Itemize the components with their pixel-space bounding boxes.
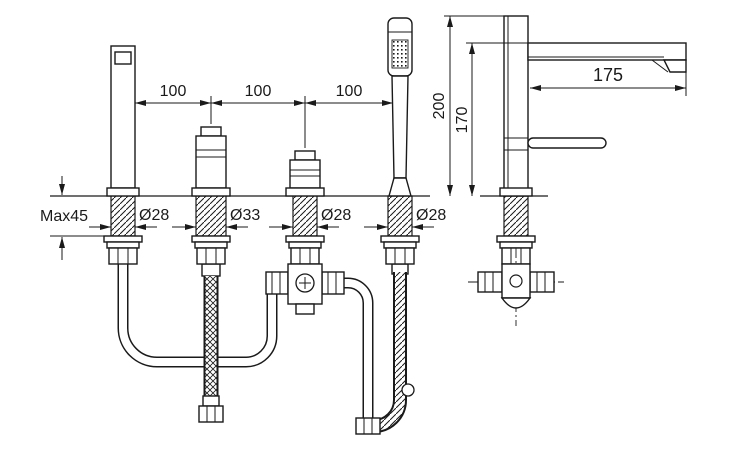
dim-spout-reach: 175 xyxy=(530,65,687,96)
hose-nut xyxy=(355,417,381,435)
shank-4 xyxy=(380,195,420,265)
shank-3 xyxy=(285,195,325,265)
mixer-lever xyxy=(527,137,607,149)
shank-1 xyxy=(103,195,143,265)
label-dia-2: Ø33 xyxy=(230,207,260,224)
label-spacing-3: 100 xyxy=(336,83,363,100)
label-height-total: 200 xyxy=(431,93,448,120)
tee-valve-body xyxy=(265,263,345,315)
hand-shower xyxy=(387,17,413,197)
spout-column xyxy=(499,15,687,197)
braided-supply-hose xyxy=(198,263,224,423)
dim-hole-diameters: Ø28 Ø33 Ø28 Ø28 xyxy=(89,207,446,230)
spout-arm xyxy=(527,42,687,61)
spout-outlet xyxy=(662,59,687,73)
label-deck-max: Max45 xyxy=(40,208,88,225)
label-dia-4: Ø28 xyxy=(416,207,446,224)
dim-height-170: 170 xyxy=(454,42,528,196)
shower-hose xyxy=(355,263,415,435)
label-height-spout: 170 xyxy=(454,107,471,134)
shank-2 xyxy=(191,195,231,265)
lever-handle xyxy=(106,45,140,197)
label-dia-3: Ø28 xyxy=(321,207,351,224)
label-spout-reach: 175 xyxy=(593,65,623,85)
dim-deck-thickness: Max45 xyxy=(40,176,88,260)
label-dia-1: Ø28 xyxy=(139,207,169,224)
deck-valve-1 xyxy=(191,126,231,197)
dim-height-200: 200 xyxy=(431,15,504,196)
deck-valve-2 xyxy=(285,150,325,197)
under-deck-plumbing xyxy=(117,263,415,435)
connecting-tube xyxy=(117,264,278,368)
spout-valve-body xyxy=(468,248,564,326)
hose-ring xyxy=(401,383,415,397)
diverter-outlet-tube xyxy=(344,277,374,418)
label-spacing-2: 100 xyxy=(245,83,272,100)
spray-face xyxy=(391,39,409,69)
dim-hole-spacing: 100 100 100 xyxy=(135,83,393,148)
mounting-hardware xyxy=(103,195,536,265)
label-spacing-1: 100 xyxy=(160,83,187,100)
